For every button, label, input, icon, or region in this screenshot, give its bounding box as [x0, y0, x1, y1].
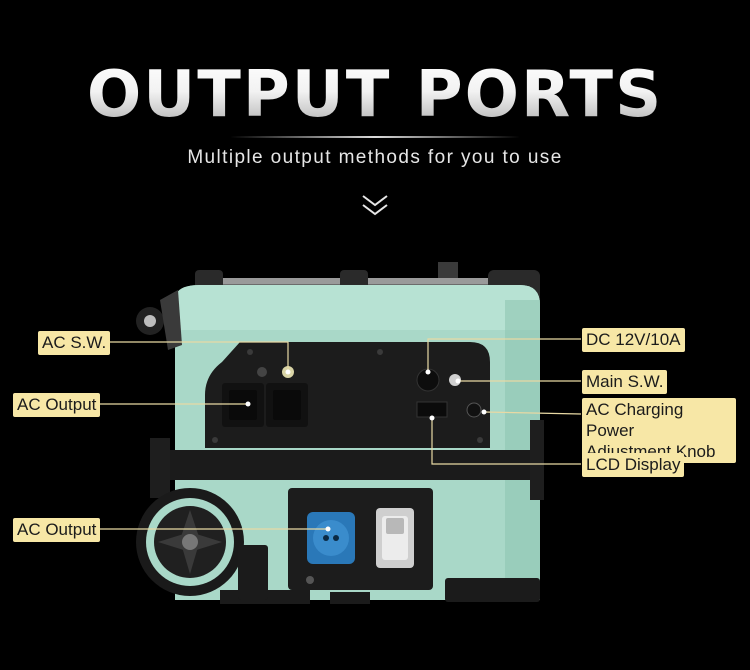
- charging-knob-label: AC Charging Power Adjustment Knob: [582, 398, 736, 463]
- lcd-display-label: LCD Display: [582, 453, 685, 477]
- double-chevron-down-icon: [362, 195, 388, 216]
- page-subtitle: Multiple output methods for you to use: [187, 147, 563, 168]
- main-switch-label: Main S.W.: [582, 370, 668, 394]
- ac-output-bottom-label: AC Output: [13, 518, 101, 542]
- ac-output-top-label: AC Output: [13, 393, 101, 417]
- page-title: OUTPUT PORTS: [0, 58, 750, 132]
- title-divider: [230, 136, 520, 138]
- charging-knob-label-line1: AC Charging Power: [586, 400, 684, 440]
- ac-switch-label: AC S.W.: [38, 331, 111, 355]
- dc-output-label: DC 12V/10A: [582, 328, 685, 352]
